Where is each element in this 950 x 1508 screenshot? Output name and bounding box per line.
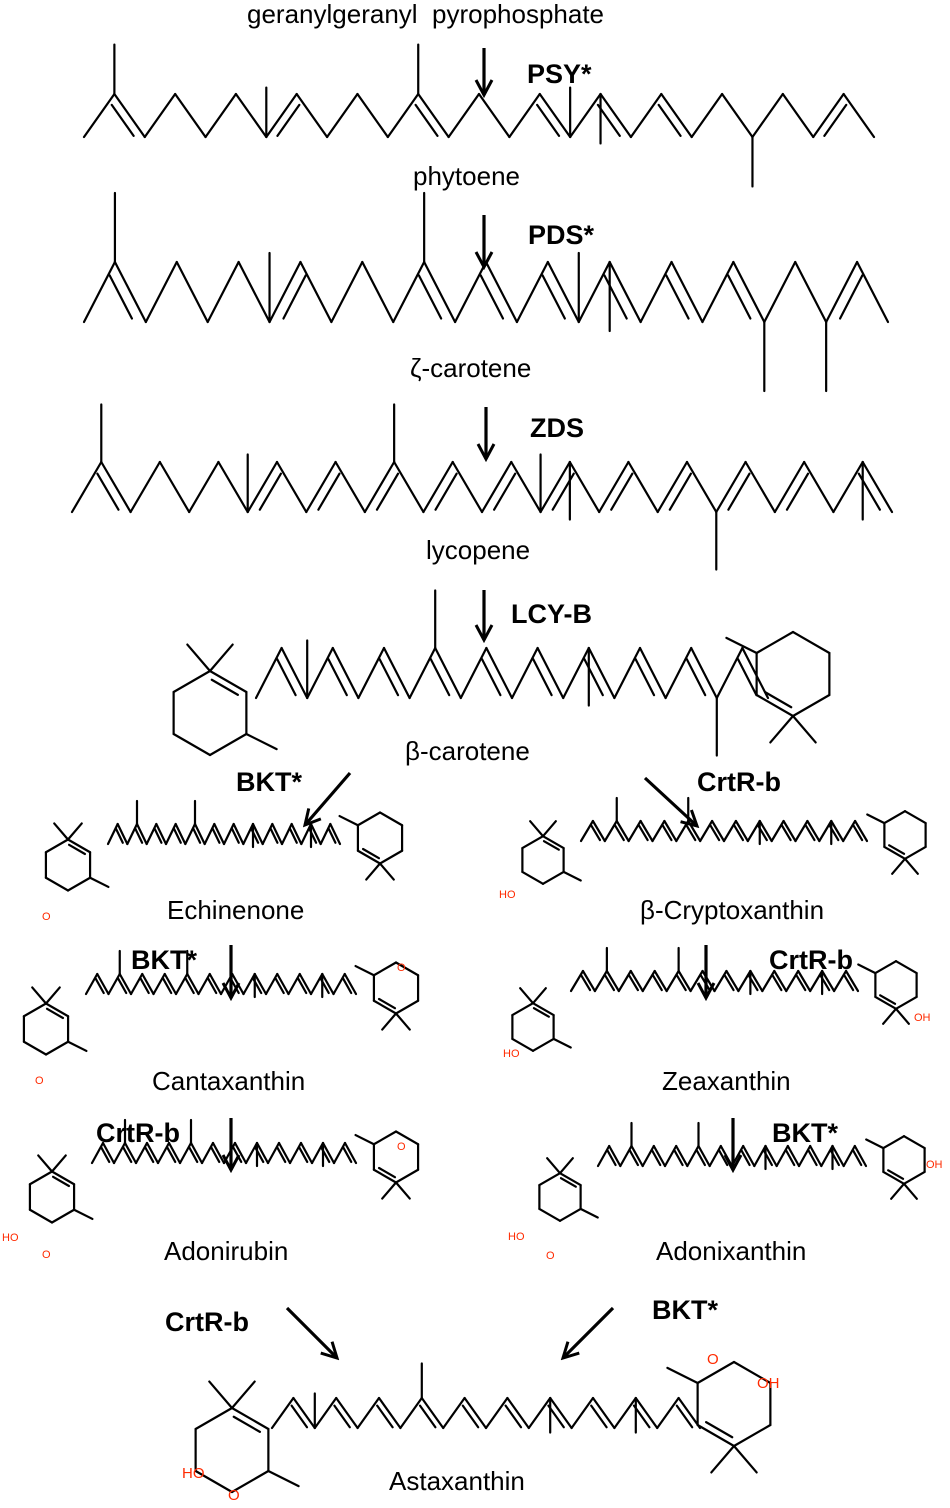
- astaxanthin-keto-oxygen-left: O: [228, 1487, 240, 1504]
- cantaxanthin-ring-left: [22, 986, 88, 1056]
- zeaxanthin-ring-right: [857, 960, 918, 1025]
- beta-cryptoxanthin-label: β-Cryptoxanthin: [640, 895, 825, 925]
- enzyme-bkt-1: BKT*: [236, 767, 302, 797]
- arrow-bkt-4: [563, 1306, 615, 1358]
- adonixanthin-ring-right: [865, 1135, 926, 1200]
- adonirubin-keto-oxygen-left: O: [42, 1249, 51, 1261]
- adonixanthin-hydroxyl-left: HO: [508, 1231, 525, 1243]
- beta-cryptoxanthin-chain: [579, 796, 869, 846]
- enzyme-crtr-b-4: CrtR-b: [165, 1307, 249, 1337]
- enzyme-crtr-b-1: CrtR-b: [697, 767, 781, 797]
- astaxanthin-chain: [270, 1362, 702, 1434]
- enzyme-pds: PDS*: [528, 220, 595, 250]
- adonirubin-keto-oxygen-right: O: [397, 1141, 406, 1153]
- enzyme-bkt-2: BKT*: [131, 945, 197, 975]
- enzyme-zds: ZDS: [530, 413, 584, 443]
- astaxanthin-hydroxyl-right: OH: [757, 1375, 780, 1392]
- phytoene-label: phytoene: [413, 161, 520, 191]
- adonixanthin-ring-left: [538, 1157, 599, 1222]
- zeaxanthin-ring-left: [511, 987, 572, 1052]
- astaxanthin-hydroxyl-left: HO: [182, 1465, 205, 1482]
- enzyme-bkt-4: BKT*: [652, 1295, 718, 1325]
- beta-carotene-label: β-carotene: [405, 736, 530, 766]
- cantaxanthin-label: Cantaxanthin: [152, 1066, 306, 1096]
- enzyme-bkt-3: BKT*: [772, 1118, 838, 1148]
- beta-carotene-chain: [254, 589, 770, 757]
- adonixanthin-label: Adonixanthin: [656, 1236, 807, 1266]
- enzyme-crtr-b-2: CrtR-b: [769, 945, 853, 975]
- cantaxanthin-ring-right: [354, 961, 420, 1031]
- beta-carotene-ring-right: [725, 630, 831, 744]
- adonirubin-label: Adonirubin: [164, 1236, 289, 1266]
- echinenone-chain: [106, 799, 342, 849]
- astaxanthin-ring-right: [666, 1360, 772, 1474]
- zeaxanthin-hydroxyl-left: HO: [503, 1048, 520, 1060]
- adonirubin-chain: [90, 1118, 358, 1168]
- adonixanthin-hydroxyl-right: OH: [926, 1159, 943, 1171]
- astaxanthin-keto-oxygen-right: O: [707, 1351, 719, 1368]
- adonixanthin-keto-oxygen: O: [546, 1250, 555, 1262]
- adonixanthin-chain: [596, 1121, 868, 1171]
- adonirubin-ring-right: [354, 1130, 420, 1200]
- astaxanthin-ring-left: [194, 1380, 300, 1494]
- echinenone-label: Echinenone: [167, 895, 305, 925]
- enzyme-crtr-b-3: CrtR-b: [96, 1118, 180, 1148]
- lycopene-structure: [70, 403, 894, 571]
- zeaxanthin-chain: [569, 946, 860, 996]
- zeaxanthin-hydroxyl-right: OH: [914, 1012, 931, 1024]
- beta-cryptoxanthin-ring-left: [521, 820, 582, 885]
- zeta-carotene-label: ζ-carotene: [410, 353, 532, 383]
- beta-cryptoxanthin-ring-right: [866, 810, 927, 875]
- astaxanthin-label: Astaxanthin: [389, 1466, 525, 1496]
- arrow-crtr-b-4: [285, 1306, 337, 1358]
- zeta-carotene-structure: [82, 191, 890, 393]
- adonirubin-hydroxyl: HO: [2, 1232, 19, 1244]
- arrow-bkt-1: [305, 771, 352, 825]
- cantaxanthin-keto-oxygen-right: O: [397, 962, 406, 974]
- echinenone-ring-right: [338, 811, 404, 881]
- cryptoxanthin-hydroxyl: HO: [499, 889, 516, 901]
- enzyme-lcy-b: LCY-B: [511, 599, 592, 629]
- ggpp-label: geranylgeranyl pyrophosphate: [247, 0, 605, 29]
- cantaxanthin-chain: [84, 949, 358, 999]
- adonirubin-ring-left: [28, 1154, 94, 1224]
- cantaxanthin-keto-oxygen-left: O: [35, 1075, 44, 1087]
- echinenone-keto-oxygen: O: [42, 911, 51, 923]
- beta-carotene-ring-left: [172, 643, 278, 757]
- lycopene-label: lycopene: [426, 535, 531, 565]
- enzyme-psy: PSY*: [527, 59, 592, 89]
- zeaxanthin-label: Zeaxanthin: [662, 1066, 791, 1096]
- echinenone-ring-left: [44, 822, 110, 892]
- phytoene-structure: [82, 43, 876, 188]
